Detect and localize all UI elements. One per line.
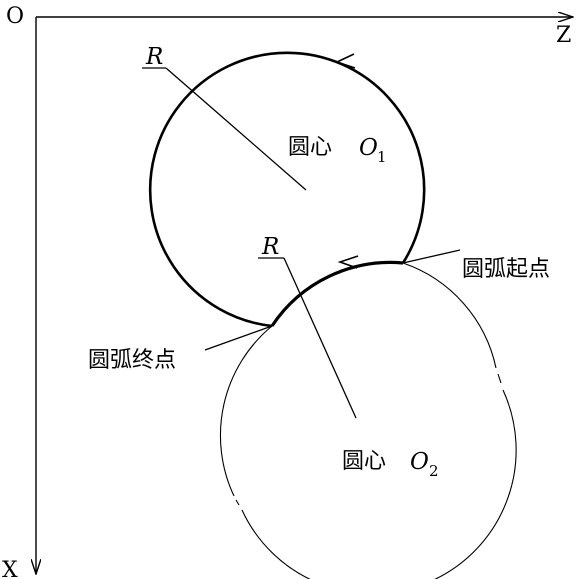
center-o2-subscript: 2 bbox=[429, 462, 439, 480]
direction-arrow-bottom bbox=[337, 255, 359, 269]
origin-label: O bbox=[6, 4, 24, 29]
center-o1-subscript: 1 bbox=[377, 148, 387, 166]
arc-end-leader bbox=[204, 325, 273, 351]
arc-end-label: 圆弧终点 bbox=[88, 348, 176, 373]
arc-segment-o2 bbox=[270, 260, 404, 327]
center-o1-symbol: O bbox=[359, 135, 378, 161]
circle-o2-gap-mark-left bbox=[235, 499, 240, 506]
radius-o2-label: R bbox=[261, 234, 279, 260]
circle-o2-outline-right bbox=[402, 262, 497, 369]
direction-arrow-top bbox=[334, 53, 356, 69]
center-o2-symbol: O bbox=[410, 449, 429, 475]
circle-o2-outline-top bbox=[219, 325, 273, 497]
circle-o2-gap-mark-right bbox=[497, 373, 502, 384]
radius-o1-label: R bbox=[145, 44, 163, 70]
arc-start-label: 圆弧起点 bbox=[462, 257, 550, 282]
center-o2-text: 圆心 bbox=[342, 449, 386, 474]
circle-o2-outline-bottom bbox=[241, 389, 517, 579]
arc-start-leader bbox=[402, 249, 461, 264]
z-axis-label: Z bbox=[556, 23, 571, 48]
radius-o2-line bbox=[283, 257, 357, 419]
circle-o1-outline bbox=[148, 51, 426, 328]
center-o1-text: 圆心 bbox=[288, 135, 332, 160]
x-axis-label: X bbox=[2, 558, 18, 579]
radius-o1-line bbox=[165, 67, 307, 191]
